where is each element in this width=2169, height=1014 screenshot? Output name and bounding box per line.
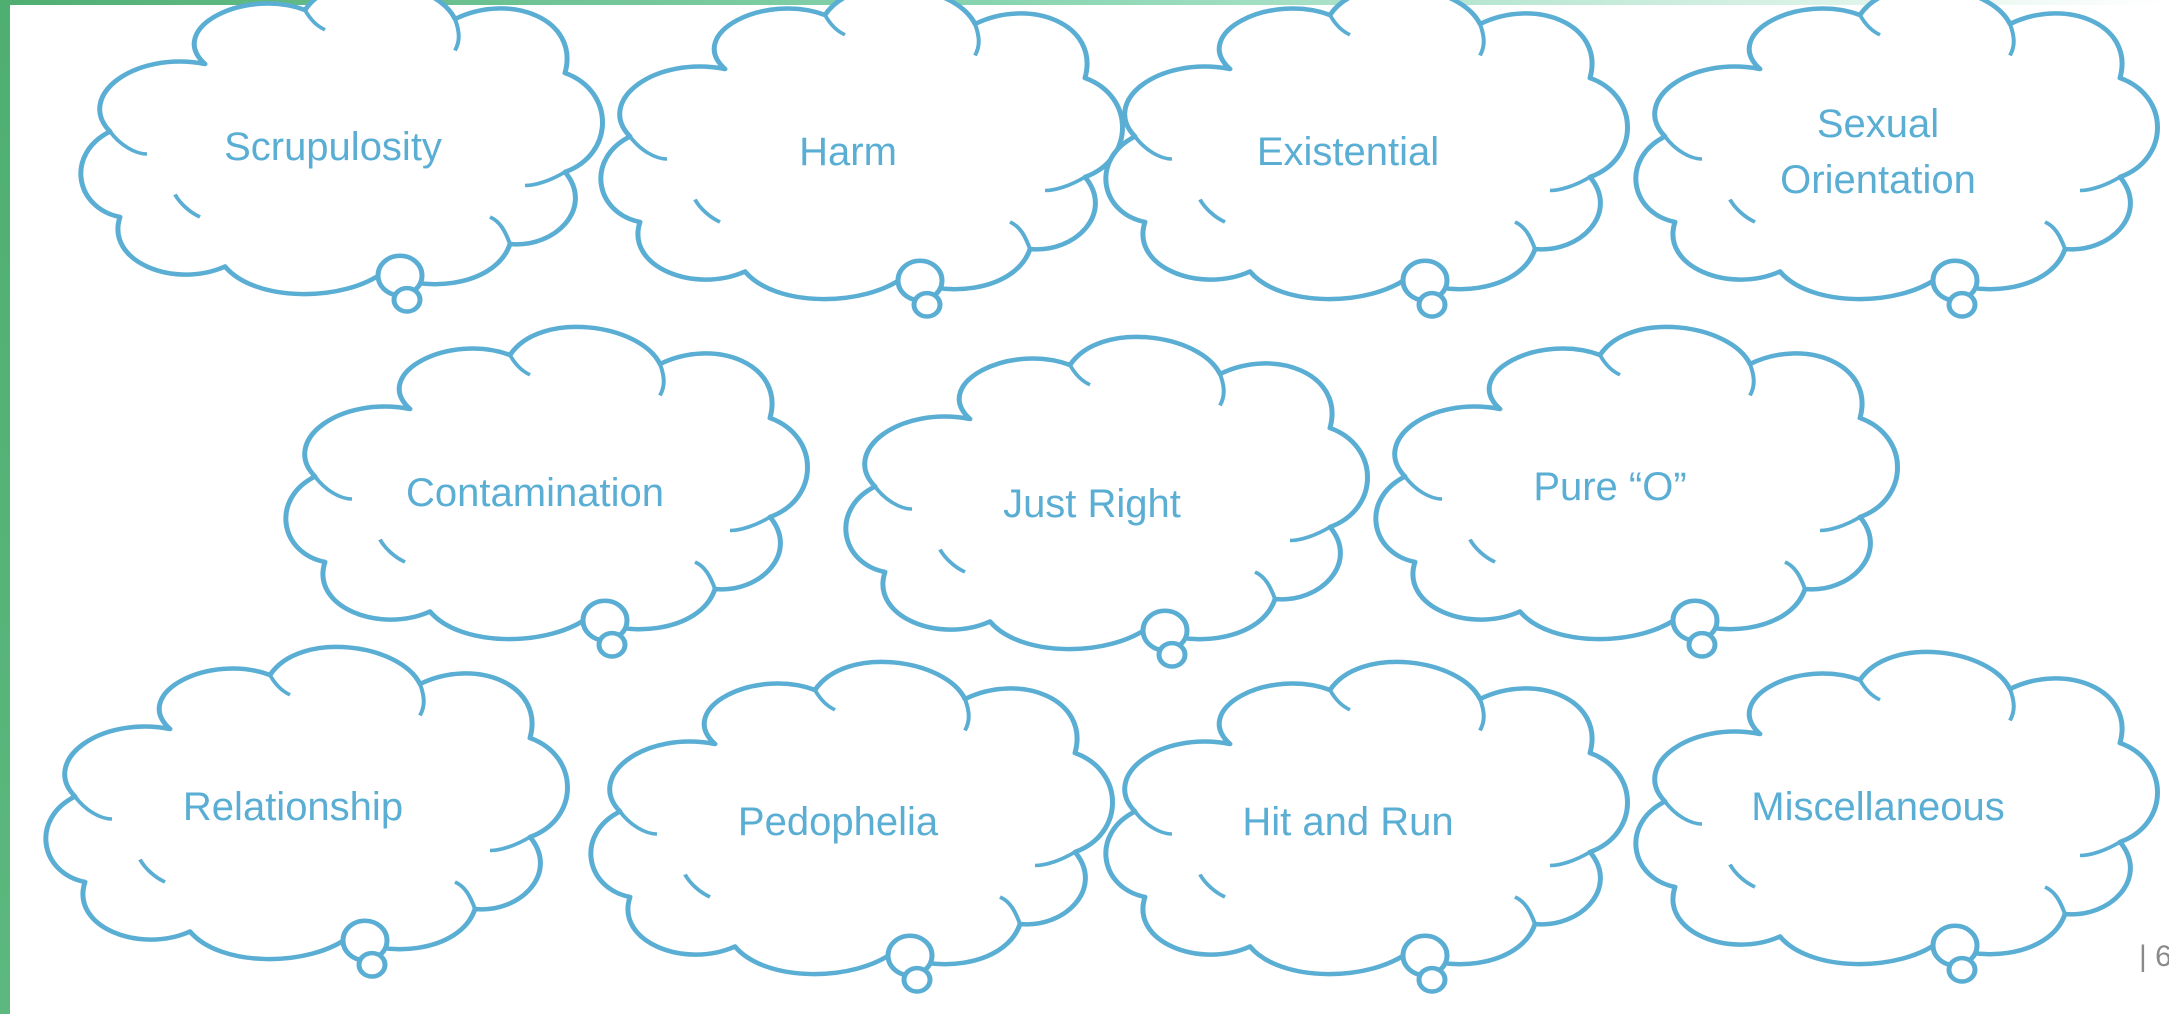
- page-number: | 6: [2139, 940, 2169, 973]
- bubble-label-relationship: Relationship: [183, 785, 403, 829]
- bubble-label-miscellaneous: Miscellaneous: [1751, 785, 2004, 829]
- bubble-label-sexual: Sexual: [1817, 102, 1939, 146]
- bubble-label-scrupulosity: Scrupulosity: [224, 125, 442, 169]
- bubble-label-contamination: Contamination: [406, 471, 664, 515]
- bubble-label-existential: Existential: [1257, 130, 1439, 174]
- bubble-label-orientation: Orientation: [1780, 158, 1976, 202]
- left-accent-bar: [0, 0, 10, 1014]
- bubble-label-just-right: Just Right: [1003, 482, 1181, 526]
- bubble-label-pedophelia: Pedophelia: [738, 800, 939, 844]
- bubble-label-harm: Harm: [799, 130, 897, 174]
- bubble-label-pure-o: Pure “O”: [1533, 465, 1686, 509]
- bubble-label-hit-and-run: Hit and Run: [1242, 800, 1453, 844]
- top-accent-bar: [0, 0, 2169, 5]
